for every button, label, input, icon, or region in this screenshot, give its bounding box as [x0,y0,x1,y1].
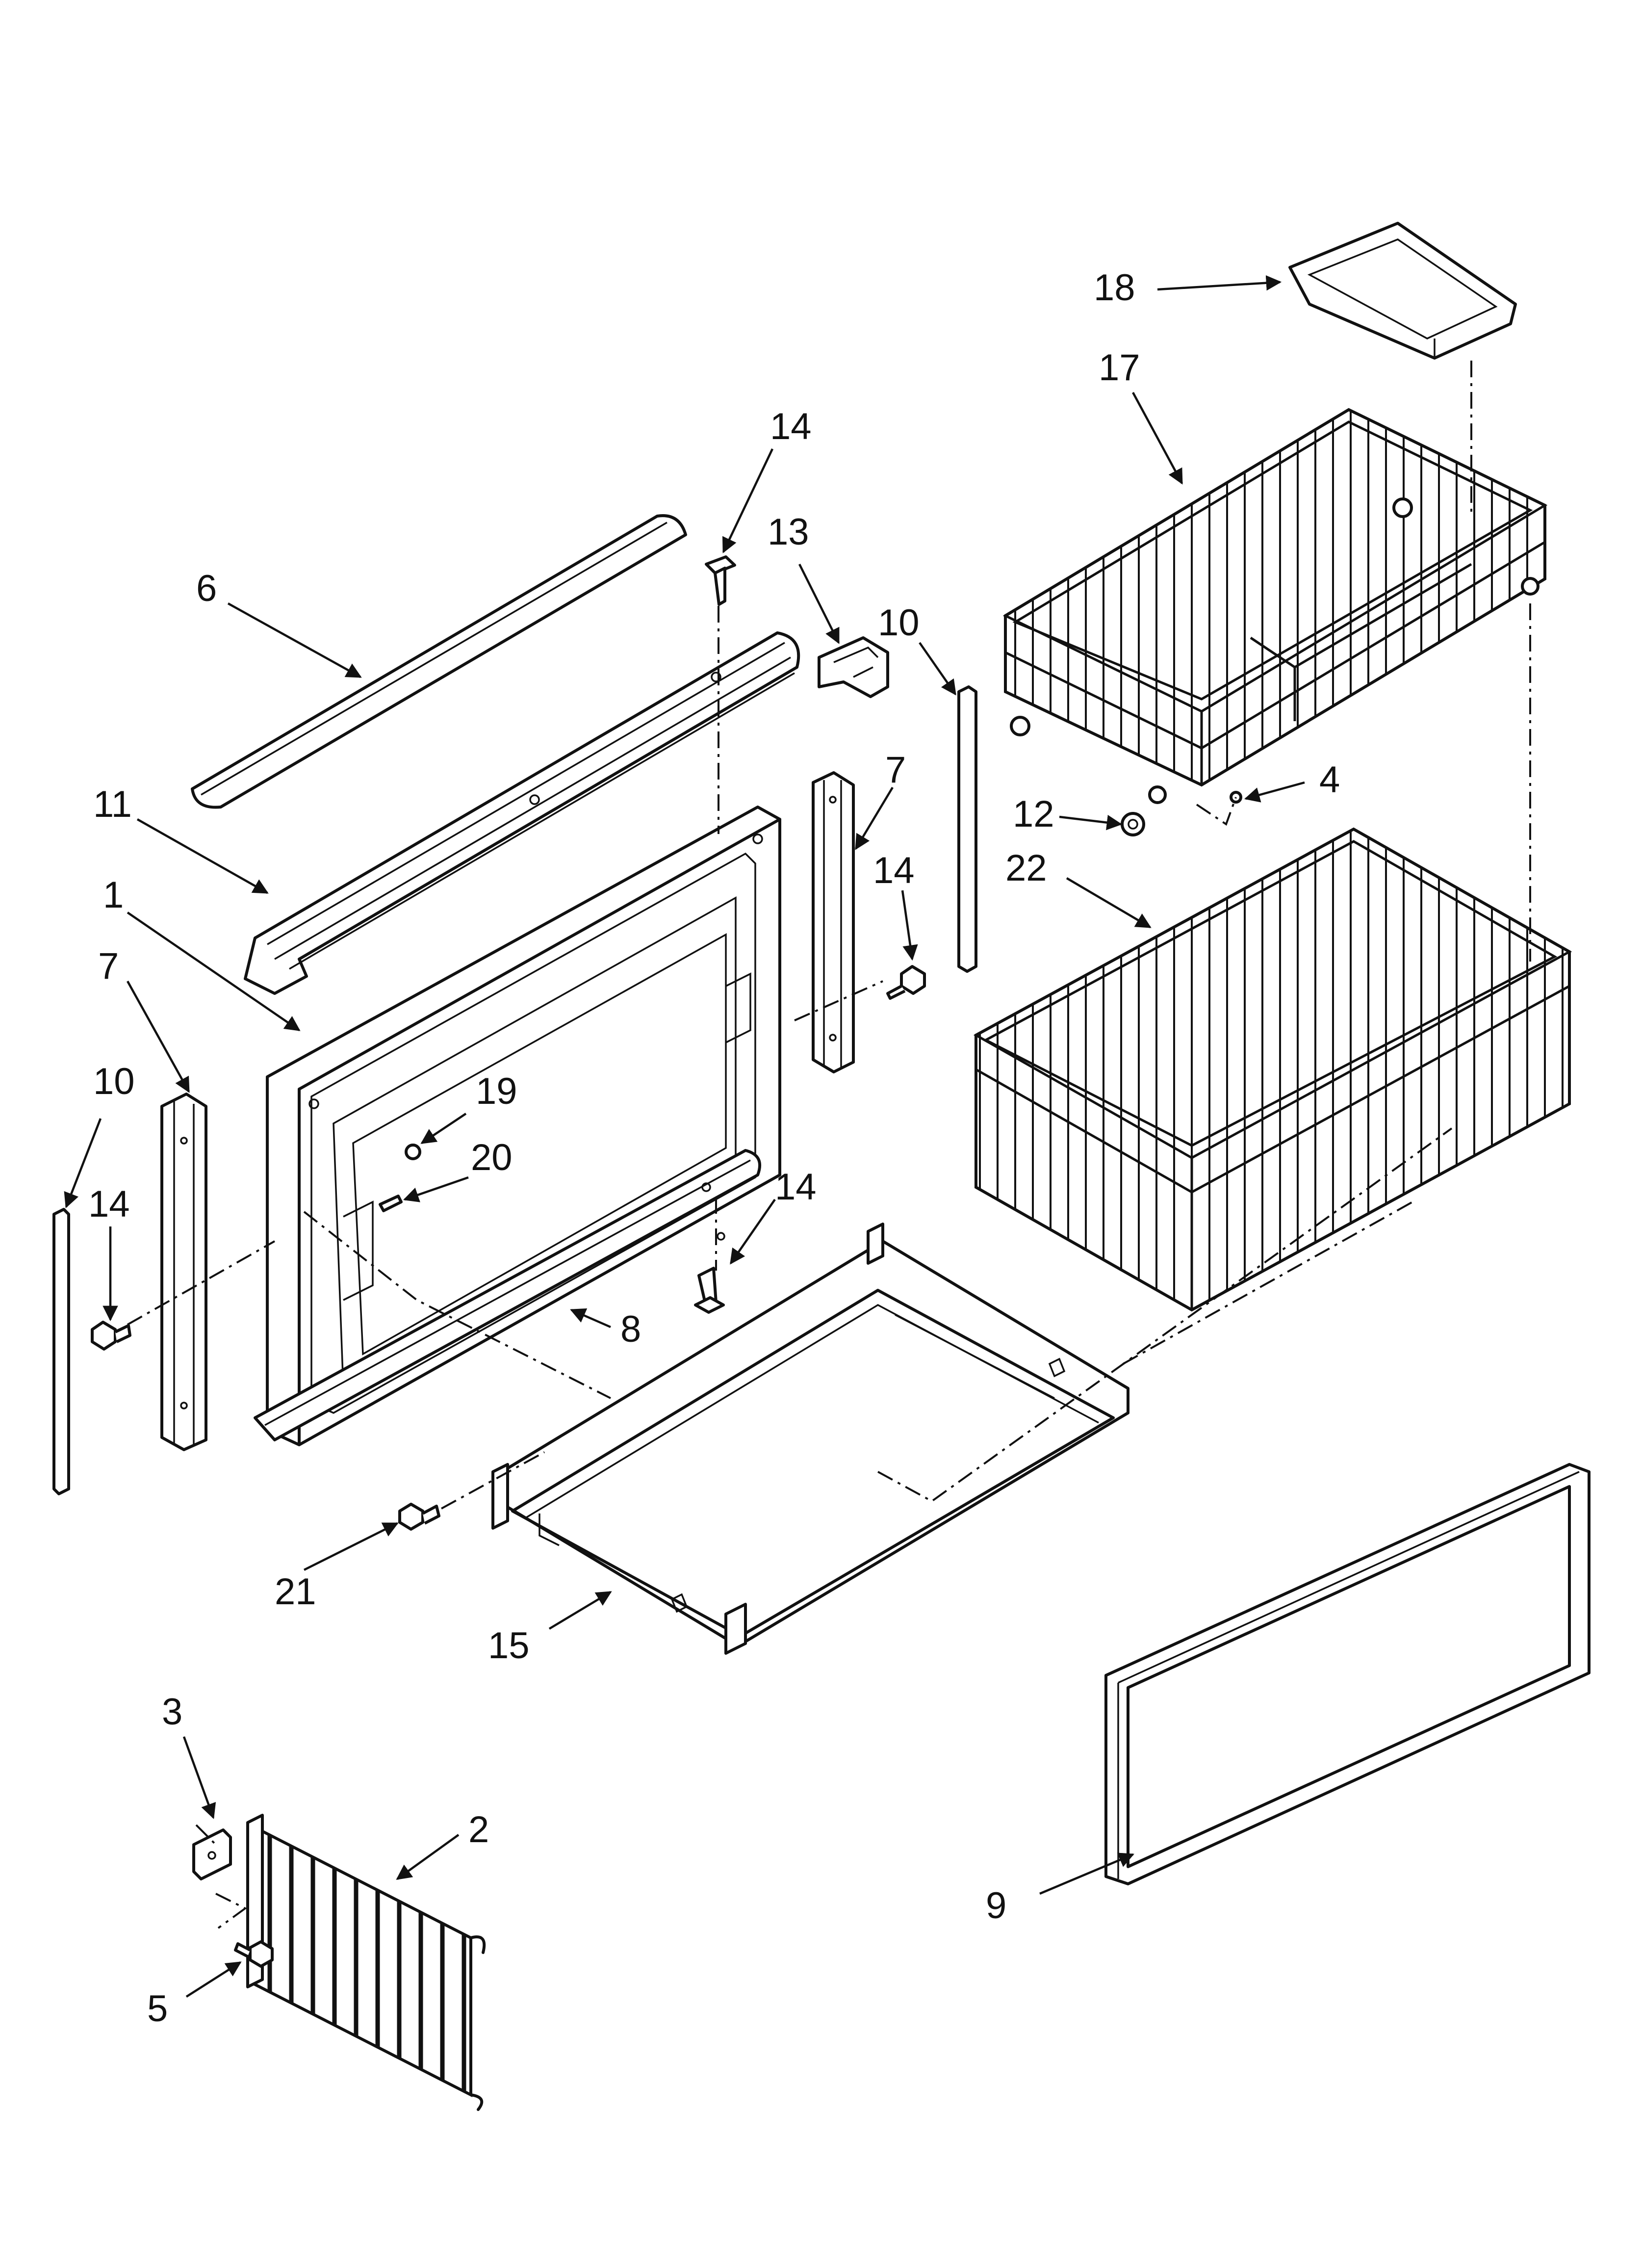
callout-10-right: 10 [878,602,920,644]
part-door-gasket [1104,1463,1591,1885]
part-pin [379,1195,403,1212]
callout-1: 1 [103,874,124,916]
callout-12: 12 [1013,793,1054,835]
part-side-rail-right [812,771,855,1073]
callout-14-right: 14 [873,850,915,891]
callout-labels: 18 17 14 13 6 10 11 7 4 12 1 22 14 7 10 … [88,267,1340,2030]
part-top-cover [191,514,687,809]
callout-4: 4 [1319,759,1340,801]
callout-6: 6 [196,568,217,609]
part-drawer-frame [491,1223,1129,1655]
part-screw-right [886,965,926,1000]
part-bottom-trim [254,1149,761,1441]
callout-3: 3 [162,1691,182,1733]
callout-18: 18 [1094,267,1135,309]
part-side-strip-left [52,1208,70,1495]
part-lower-basket [973,827,1572,1312]
part-top-trim [244,631,800,995]
part-grill-screw [234,1940,274,1968]
callout-7-left: 7 [98,945,119,987]
callout-11: 11 [93,783,132,825]
callout-7-right: 7 [885,749,906,791]
callout-14-bottom: 14 [775,1166,817,1208]
callout-13: 13 [768,511,809,553]
callout-15: 15 [488,1625,530,1667]
callout-5: 5 [147,1988,168,2030]
part-screw-bottom [694,1267,725,1314]
part-roller [1121,812,1145,836]
callout-20: 20 [471,1137,513,1178]
callout-17: 17 [1099,347,1140,389]
callout-2: 2 [468,1809,489,1851]
callout-21: 21 [275,1571,316,1613]
part-side-rail-left [160,1093,207,1451]
part-upper-basket [1002,408,1548,804]
callout-10-left: 10 [93,1061,135,1102]
part-side-strip-right [957,685,977,973]
part-bin [1288,222,1517,360]
part-screw-top [705,555,736,606]
part-grill [246,1814,486,2111]
callout-22: 22 [1005,847,1047,889]
alignment-lines [127,361,1531,1929]
part-bracket [192,1828,232,1880]
callout-19: 19 [476,1070,517,1112]
part-clip [818,636,889,698]
leader-lines [64,275,1305,1998]
callout-8: 8 [620,1308,641,1350]
callout-14-left: 14 [88,1183,130,1225]
callout-9: 9 [986,1885,1006,1927]
part-screw-left [91,1321,131,1351]
part-nut [405,1144,421,1160]
part-frame-screw [398,1503,440,1531]
callout-14-top: 14 [770,406,812,447]
